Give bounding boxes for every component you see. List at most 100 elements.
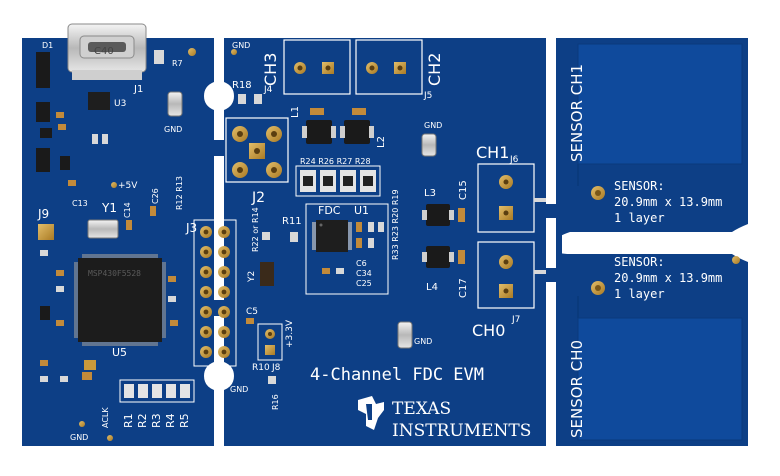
- sensor-ch1-label: SENSOR:: [614, 179, 665, 193]
- r16-label: R16: [271, 394, 280, 410]
- resistor-array-r1-r5: [119, 379, 195, 403]
- connector-j9: [38, 224, 54, 240]
- gnd-label: GND: [230, 385, 248, 394]
- crystal-y2: [260, 262, 274, 286]
- connector-j6-ch1: [477, 163, 535, 233]
- u5-marking: MSP430F5528: [88, 269, 141, 278]
- l4-label: L4: [426, 282, 438, 293]
- fdc-label: FDC: [318, 204, 341, 217]
- diode-d1: [36, 52, 50, 88]
- sensor-pad-ch1: [577, 43, 743, 165]
- j7-label: J7: [511, 315, 520, 325]
- plus3v3-label: +3.3V: [285, 319, 295, 348]
- r5-label: R5: [178, 413, 191, 428]
- ti-logo-mark: [358, 396, 384, 430]
- ch3-label: CH3: [261, 53, 280, 86]
- resistor-row: [295, 165, 381, 197]
- y1-label: Y1: [101, 201, 117, 215]
- l1-label: L1: [290, 106, 301, 118]
- header-pin-hole: [203, 289, 209, 295]
- gnd-label: GND: [164, 125, 182, 134]
- c26-label: C26: [151, 188, 160, 204]
- sensor-ch0-label: SENSOR:: [614, 255, 665, 269]
- d1-label: D1: [42, 41, 53, 50]
- ch1-label: CH1: [476, 143, 509, 162]
- logo-instruments: INSTRUMENTS: [392, 421, 531, 441]
- header-pin-hole: [221, 269, 227, 275]
- sensor-ch0-size: 20.9mm x 13.9mm: [614, 271, 722, 285]
- inductor-l1: [302, 120, 336, 144]
- j5-label: J5: [423, 91, 432, 101]
- gnd-testpoint-left: [167, 91, 183, 117]
- ic-u3: [88, 92, 110, 110]
- j2-label: J2: [251, 190, 265, 206]
- sensor-ch1-connection-pad: [591, 186, 605, 200]
- c34-label: C34: [356, 269, 372, 278]
- header-pin-hole: [203, 329, 209, 335]
- c6-label: C6: [356, 259, 367, 268]
- c17-label: C17: [458, 278, 469, 298]
- gnd-label: GND: [232, 41, 250, 50]
- breakaway-tab: [214, 300, 224, 316]
- usb-marking: C40: [94, 46, 114, 57]
- l3-label: L3: [424, 188, 436, 199]
- gnd-testpoint-middle: [421, 133, 437, 157]
- u1-label: U1: [354, 204, 369, 217]
- sensor-ch1-title: SENSOR CH1: [568, 64, 586, 162]
- inductor-l4: [422, 246, 454, 268]
- mounting-dot: [732, 256, 740, 264]
- gnd-testpoint-lower: [397, 321, 413, 349]
- j1-label: J1: [133, 84, 143, 95]
- aclk-label: ACLK: [101, 407, 110, 428]
- header-pin-hole: [221, 329, 227, 335]
- y2-label: Y2: [247, 271, 257, 283]
- r-row-label: R24 R26 R27 R28: [300, 157, 371, 166]
- ch2-label: CH2: [425, 53, 444, 86]
- sensor-ch1-size: 20.9mm x 13.9mm: [614, 195, 722, 209]
- plus5v-label: +5V: [118, 181, 138, 191]
- inductor-l3: [422, 204, 454, 226]
- header-pin-hole: [203, 249, 209, 255]
- header-pin-hole: [203, 309, 209, 315]
- sensor-ch0-connection-pad: [591, 281, 605, 295]
- header-pin-hole: [203, 349, 209, 355]
- header-pin-hole: [221, 249, 227, 255]
- r18-label: R18: [232, 80, 252, 91]
- header-pin-hole: [203, 229, 209, 235]
- l2-label: L2: [376, 136, 387, 148]
- fdc-ic-u1: [312, 220, 352, 252]
- j4-label: J4: [263, 85, 273, 95]
- r12-label: R12 R13: [175, 176, 184, 210]
- header-pin-hole: [221, 229, 227, 235]
- j3-label: J3: [185, 221, 197, 235]
- connector-j4-ch3: [283, 39, 351, 95]
- sensor-ch1-layers: 1 layer: [614, 211, 665, 225]
- microcontroller-u5: [74, 254, 166, 346]
- crystal-y1: [87, 219, 119, 239]
- ch0-label: CH0: [472, 321, 505, 340]
- r4-label: R4: [164, 413, 177, 428]
- r11-label: R11: [282, 216, 302, 227]
- breakaway-tab: [546, 268, 556, 282]
- c5-label: C5: [246, 307, 258, 317]
- breakaway-tab: [546, 204, 556, 218]
- sensor-pad-ch0: [577, 317, 743, 441]
- pcb-middle-section: [224, 38, 546, 446]
- header-j3: [193, 219, 237, 367]
- r7-label: R7: [172, 59, 183, 68]
- gnd-label: GND: [70, 433, 88, 442]
- u3-label: U3: [114, 99, 126, 109]
- u5-label: U5: [112, 346, 127, 359]
- j6-label: J6: [509, 155, 519, 165]
- header-pin-hole: [203, 269, 209, 275]
- sensor-ch0-layers: 1 layer: [614, 287, 665, 301]
- header-pin-hole: [221, 309, 227, 315]
- c13-label: C13: [72, 199, 88, 208]
- pcb-left-section: [22, 38, 214, 446]
- gnd-label: GND: [414, 337, 432, 346]
- header-pin-hole: [221, 289, 227, 295]
- sensor-ch0-title: SENSOR CH0: [568, 340, 586, 438]
- r2-label: R2: [136, 413, 149, 428]
